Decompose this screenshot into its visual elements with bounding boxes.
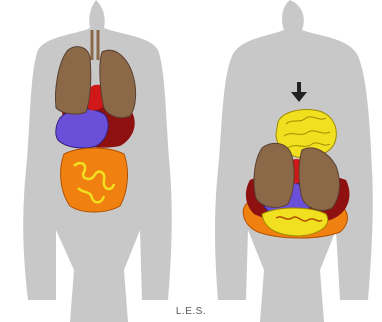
figure-normal [23,0,172,322]
caption-label: L.E.S. [0,306,382,317]
stomach-left [56,109,108,148]
figure-displaced [215,0,373,322]
lung-left-right [254,143,294,207]
